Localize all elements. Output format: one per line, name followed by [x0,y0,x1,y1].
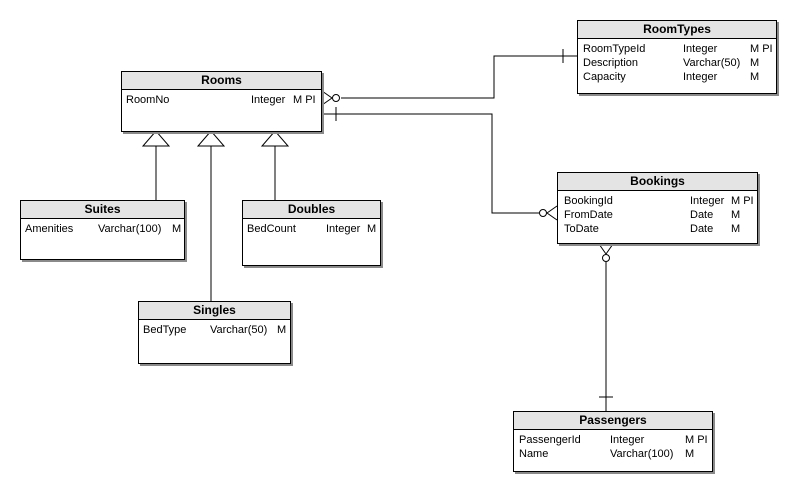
attribute-row: FromDate Date M [558,208,757,222]
attribute-row: Description Varchar(50) M [578,56,776,70]
entity-bookings[interactable]: Bookings BookingId Integer M PI FromDate… [557,172,758,244]
attribute-flags: M [750,57,760,69]
relationship-passengers-bookings[interactable] [598,243,614,411]
attribute-row: Capacity Integer M [578,70,776,84]
entity-singles[interactable]: Singles BedType Varchar(50) M [138,301,291,364]
attribute-flags: M [750,71,760,83]
attribute-type: Varchar(100) [98,223,162,235]
attribute-row: ToDate Date M [558,222,757,236]
entity-title: Singles [139,302,290,320]
entity-title: RoomTypes [578,21,776,39]
attribute-flags: M PI [685,434,708,446]
relationship-rooms-bookings[interactable] [322,107,558,221]
entity-title: Suites [21,201,184,219]
attribute-name: FromDate [564,209,613,221]
entity-roomtypes[interactable]: RoomTypes RoomTypeId Integer M PI Descri… [577,20,777,94]
attribute-row: BedCount Integer M [243,222,380,236]
attribute-name: ToDate [564,223,599,235]
attribute-name: Description [583,57,639,69]
attribute-row: BedType Varchar(50) M [139,323,290,337]
attribute-row: Amenities Varchar(100) M [21,222,184,236]
attribute-name: Name [519,448,549,460]
attribute-name: PassengerId [519,434,581,446]
entity-title: Rooms [122,72,321,90]
attribute-flags: M [731,223,741,235]
attribute-name: Amenities [25,223,74,235]
attribute-flags: M PI [750,43,773,55]
attribute-row: Name Varchar(100) M [514,447,712,461]
attribute-type: Varchar(50) [683,57,741,69]
attribute-type: Date [690,209,714,221]
attribute-type: Integer [326,223,361,235]
attribute-type: Integer [610,434,645,446]
attribute-flags: M [367,223,377,235]
entity-title: Doubles [243,201,380,219]
attribute-type: Integer [690,195,725,207]
attribute-row: PassengerId Integer M PI [514,433,712,447]
attribute-flags: M PI [731,195,754,207]
attribute-type: Date [690,223,714,235]
attribute-type: Varchar(100) [610,448,674,460]
attribute-flags: M [731,209,741,221]
subtype-doubles-rooms [260,130,290,200]
attribute-name: BedCount [247,223,296,235]
attribute-type: Integer [251,94,286,106]
attribute-name: Capacity [583,71,626,83]
attribute-name: BedType [143,324,187,336]
attribute-row: RoomNo Integer M PI [122,93,321,107]
entity-suites[interactable]: Suites Amenities Varchar(100) M [20,200,185,260]
attribute-type: Integer [683,71,718,83]
attribute-name: RoomTypeId [583,43,646,55]
attribute-flags: M [685,448,695,460]
attribute-flags: M PI [293,94,316,106]
attribute-row: BookingId Integer M PI [558,194,757,208]
subtype-suites-rooms [141,130,171,200]
entity-rooms[interactable]: Rooms RoomNo Integer M PI [121,71,322,132]
attribute-type: Varchar(50) [210,324,268,336]
subtype-singles-rooms [196,130,226,301]
entity-passengers[interactable]: Passengers PassengerId Integer M PI Name… [513,411,713,472]
attribute-name: RoomNo [126,94,170,106]
entity-doubles[interactable]: Doubles BedCount Integer M [242,200,381,266]
entity-title: Bookings [558,173,757,191]
attribute-flags: M [277,324,287,336]
attribute-flags: M [172,223,182,235]
attribute-row: RoomTypeId Integer M PI [578,42,776,56]
attribute-name: BookingId [564,195,613,207]
relationship-rooms-roomtypes[interactable] [321,49,578,106]
entity-title: Passengers [514,412,712,430]
attribute-type: Integer [683,43,718,55]
